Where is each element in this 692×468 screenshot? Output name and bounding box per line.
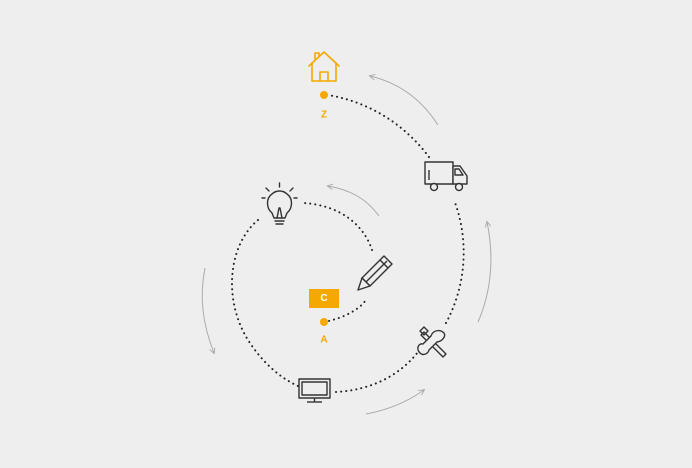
path-segment-bulb-to-monitor (231, 219, 299, 387)
end-label: Z (320, 109, 328, 121)
arrow-inner-top (328, 186, 380, 217)
start-dot (320, 318, 328, 326)
arrow-top-right (370, 76, 439, 126)
end-dot (320, 91, 328, 99)
path-segment-monitor-to-tools (335, 351, 419, 393)
direction-arrows (201, 76, 492, 415)
lightbulb-icon (261, 182, 298, 225)
arrow-right (477, 222, 492, 323)
arrow-bottom (365, 390, 424, 415)
home-icon (308, 51, 340, 82)
path-segment-tools-to-truck (445, 199, 465, 324)
pencil-icon (357, 255, 393, 291)
path-segment-pencil-to-bulb (302, 202, 373, 251)
monitor-icon (298, 378, 331, 403)
tools-icon (417, 326, 447, 358)
arrow-left (201, 267, 214, 353)
center-badge: C (309, 289, 339, 308)
path-segment-a-to-pencil (323, 297, 368, 323)
truck-icon (424, 161, 468, 192)
dotted-spiral-path (231, 94, 465, 393)
path-segment-truck-to-home (327, 94, 430, 158)
start-label: A (320, 334, 328, 346)
